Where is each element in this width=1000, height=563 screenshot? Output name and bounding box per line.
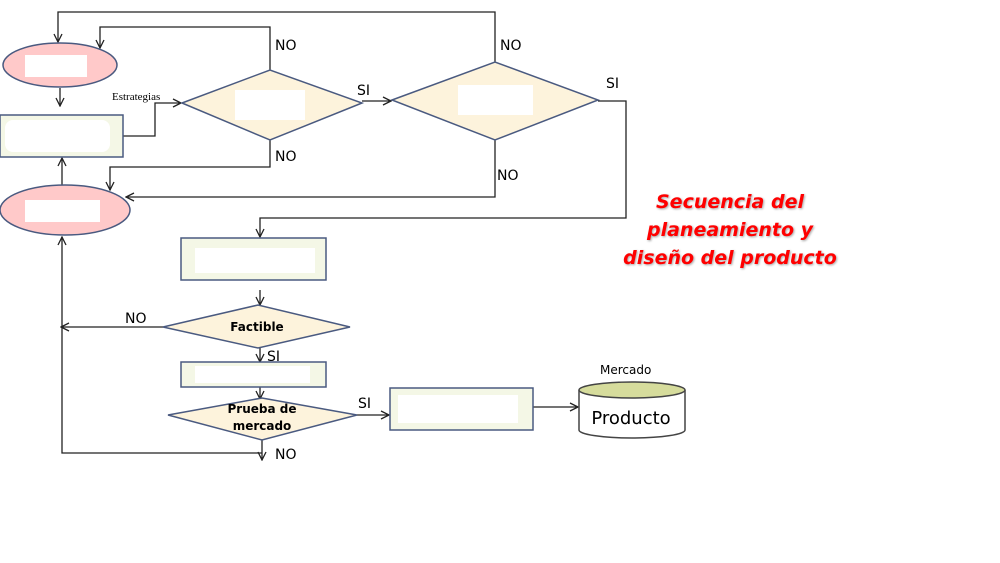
estrategias-label: Estrategias bbox=[112, 91, 160, 103]
redacted-text bbox=[398, 395, 518, 423]
redacted-text bbox=[25, 55, 87, 77]
d2-to-e2 bbox=[126, 140, 496, 197]
producto-label: Producto bbox=[591, 408, 670, 429]
no-label: NO bbox=[275, 149, 297, 165]
prueba-label-2: mercado bbox=[233, 419, 292, 433]
redacted-text bbox=[195, 248, 315, 273]
producto-cylinder: Producto bbox=[578, 381, 686, 439]
loop-d2-to-e1 bbox=[58, 11, 496, 62]
decision-prueba-mercado bbox=[167, 397, 358, 441]
redacted-text bbox=[235, 90, 305, 120]
factible-label: Factible bbox=[230, 320, 283, 334]
redacted-text bbox=[458, 85, 533, 115]
redacted-text bbox=[195, 366, 310, 383]
no-label: NO bbox=[125, 311, 147, 327]
no-label: NO bbox=[497, 168, 519, 184]
loop-d1-to-e1 bbox=[100, 26, 271, 70]
no-label: NO bbox=[500, 38, 522, 54]
mercado-label: Mercado bbox=[600, 363, 651, 377]
no-label: NO bbox=[275, 38, 297, 54]
redacted-text bbox=[25, 200, 100, 222]
connectors bbox=[58, 11, 627, 460]
title-line-2: planeamiento y bbox=[646, 219, 815, 241]
title-line-3: diseño del producto bbox=[623, 247, 837, 269]
no-label: NO bbox=[275, 447, 297, 463]
loop-prueba-to-e2 bbox=[62, 237, 262, 454]
d2-to-r2 bbox=[260, 100, 627, 237]
si-label: SI bbox=[358, 396, 371, 412]
title-line-1: Secuencia del bbox=[656, 191, 804, 213]
decision-factible bbox=[162, 304, 351, 349]
si-label: SI bbox=[606, 76, 619, 92]
si-label: SI bbox=[357, 83, 370, 99]
r1-to-d1 bbox=[123, 103, 181, 137]
si-label: SI bbox=[267, 349, 280, 365]
d1-to-e2 bbox=[110, 140, 271, 190]
prueba-label-1: Prueba de bbox=[228, 402, 297, 416]
redacted-text bbox=[5, 120, 110, 152]
